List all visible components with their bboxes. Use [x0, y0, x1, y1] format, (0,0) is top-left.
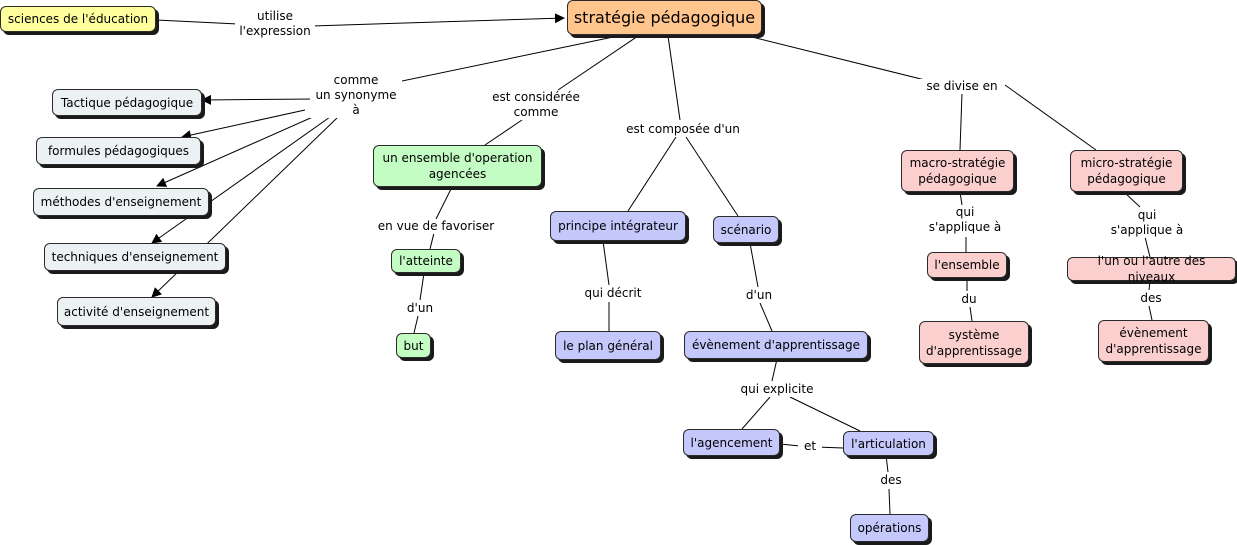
link-se-divise: se divise en: [919, 79, 1005, 94]
concept-ensemble-operation[interactable]: un ensemble d'operation agencées: [373, 145, 542, 187]
concept-activite-enseignement[interactable]: activité d'enseignement: [57, 297, 216, 326]
line-dun-but: [413, 315, 419, 334]
concept-micro-strategie[interactable]: micro-stratégie pédagogique: [1070, 150, 1183, 192]
link-qui-explicite: qui explicite: [734, 382, 820, 397]
line-utilise-strategie: [311, 13, 565, 27]
line-syn-tactique: [201, 94, 315, 105]
line-syn-formules: [181, 109, 306, 140]
concept-un-ou-autre-niveaux[interactable]: l'un ou l'autre des niveaux: [1067, 254, 1236, 284]
line-dun-evenement: [759, 302, 773, 332]
line-strategie-divise: [747, 35, 926, 81]
line-explicite-articulation: [789, 396, 861, 432]
concept-evenement-apprentissage[interactable]: évènement d'apprentissage: [684, 331, 868, 359]
link-utilise-expression: utilise l'expression: [235, 9, 315, 39]
line-vue-atteinte: [429, 232, 435, 250]
line-consideree-ensemble: [484, 119, 523, 146]
concept-techniques-enseignement[interactable]: techniques d'enseignement: [44, 243, 226, 271]
line-micro-applique: [1123, 191, 1141, 208]
link-des-1: des: [874, 473, 908, 488]
line-strategie-composee: [667, 35, 681, 121]
line-ensemble-vue: [435, 186, 453, 220]
line-atteinte-dun: [419, 272, 425, 301]
line-agencement-et: [779, 443, 801, 447]
concept-articulation[interactable]: l'articulation: [843, 431, 934, 456]
line-divise-macro: [959, 92, 963, 151]
line-evenement-explicite: [771, 358, 778, 382]
line-strategie-synonyme: [377, 35, 619, 87]
link-et: et: [798, 439, 822, 454]
concept-scenario[interactable]: scénario: [713, 216, 779, 243]
line-des-operations: [888, 488, 891, 515]
line-scenario-dun: [749, 242, 759, 288]
line-explicite-agencement: [741, 396, 771, 430]
concept-macro-strategie[interactable]: macro-stratégie pédagogique: [901, 150, 1014, 192]
link-dun-1: d'un: [401, 301, 439, 316]
link-dun-2: d'un: [740, 288, 778, 303]
line-syn-methodes: [156, 115, 316, 187]
link-comme-synonyme: comme un synonyme à: [310, 73, 402, 118]
concept-ensemble[interactable]: l'ensemble: [927, 252, 1007, 278]
link-est-consideree: est considérée comme: [484, 90, 588, 120]
line-des-evenement2: [1148, 305, 1153, 321]
concept-sciences-education[interactable]: sciences de l'éducation: [0, 6, 156, 32]
concept-but[interactable]: but: [396, 333, 431, 358]
line-macro-applique: [959, 191, 963, 206]
line-composee-scenario: [685, 136, 739, 217]
concept-tactique-pedagogique[interactable]: Tactique pédagogique: [52, 89, 202, 116]
link-qui-applique-1: qui s'applique à: [922, 205, 1008, 235]
link-du: du: [955, 292, 983, 307]
link-qui-applique-2: qui s'applique à: [1104, 208, 1190, 238]
line-strategie-consideree: [557, 35, 639, 91]
link-est-composee: est composée d'un: [619, 122, 747, 137]
line-divise-micro: [997, 79, 1097, 151]
concept-atteinte[interactable]: l'atteinte: [391, 249, 461, 273]
concept-methodes-enseignement[interactable]: méthodes d'enseignement: [33, 188, 209, 216]
concept-principe-integrateur[interactable]: principe intégrateur: [550, 211, 686, 241]
line-composee-principe: [627, 136, 677, 212]
line-principe-decrit: [602, 240, 610, 286]
link-en-vue-favoriser: en vue de favoriser: [371, 219, 501, 234]
line-sciences-utilise: [155, 19, 239, 25]
concept-agencement[interactable]: l'agencement: [683, 429, 780, 456]
line-unou-des: [1148, 280, 1151, 291]
concept-formules-pedagogiques[interactable]: formules pédagogiques: [36, 137, 201, 165]
link-des-2: des: [1134, 291, 1168, 306]
concept-systeme-apprentissage[interactable]: système d'apprentissage: [919, 321, 1029, 364]
line-articulation-des: [885, 454, 889, 473]
line-syn-techniques: [151, 116, 331, 244]
link-qui-decrit: qui décrit: [578, 286, 648, 301]
concept-plan-general[interactable]: le plan général: [555, 331, 661, 360]
concept-strategie-pedagogique[interactable]: stratégie pédagogique: [567, 0, 762, 35]
line-applique-unou: [1144, 236, 1151, 258]
concept-evenement-apprentissage-2[interactable]: évènement d'apprentissage: [1098, 320, 1209, 362]
concept-operations[interactable]: opérations: [850, 514, 929, 542]
line-du-systeme: [969, 306, 973, 322]
